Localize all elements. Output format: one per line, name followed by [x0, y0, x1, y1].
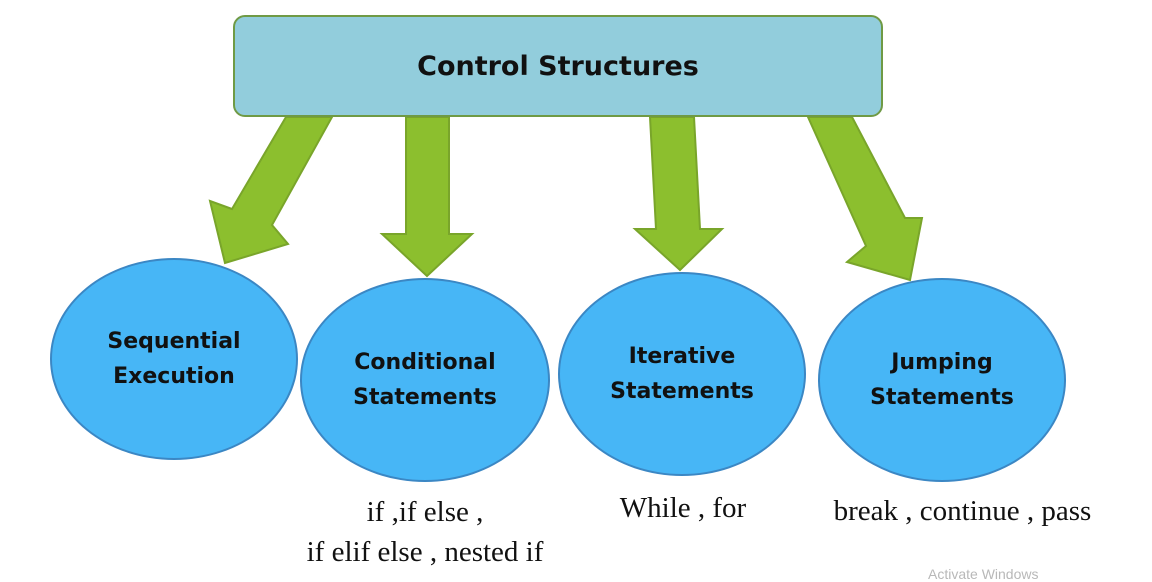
arrow-to-iterative — [632, 116, 725, 272]
arrow-to-sequential — [208, 116, 334, 265]
node-label-jumping: Jumping Statements — [870, 350, 1014, 410]
arrow-to-jumping — [806, 116, 924, 282]
node-sequential-execution: Sequential Execution — [50, 258, 298, 460]
node-iterative-statements: Iterative Statements — [558, 272, 806, 476]
caption-conditional-examples: if ,if else , if elif else , nested if — [306, 496, 544, 568]
node-label-sequential: Sequential Execution — [107, 329, 241, 389]
caption-jumping-examples: break , continue , pass — [833, 495, 1092, 527]
caption-iterative-examples: While , for — [619, 492, 747, 524]
node-jumping-statements: Jumping Statements — [818, 278, 1066, 482]
arrow-to-conditional — [379, 116, 475, 278]
node-label-iterative: Iterative Statements — [610, 344, 754, 404]
node-conditional-statements: Conditional Statements — [300, 278, 550, 482]
diagram-title: Control Structures — [417, 50, 699, 82]
activate-windows-watermark: Activate Windows — [928, 566, 1039, 582]
control-structures-box: Control Structures — [233, 15, 883, 117]
node-label-conditional: Conditional Statements — [353, 350, 497, 410]
